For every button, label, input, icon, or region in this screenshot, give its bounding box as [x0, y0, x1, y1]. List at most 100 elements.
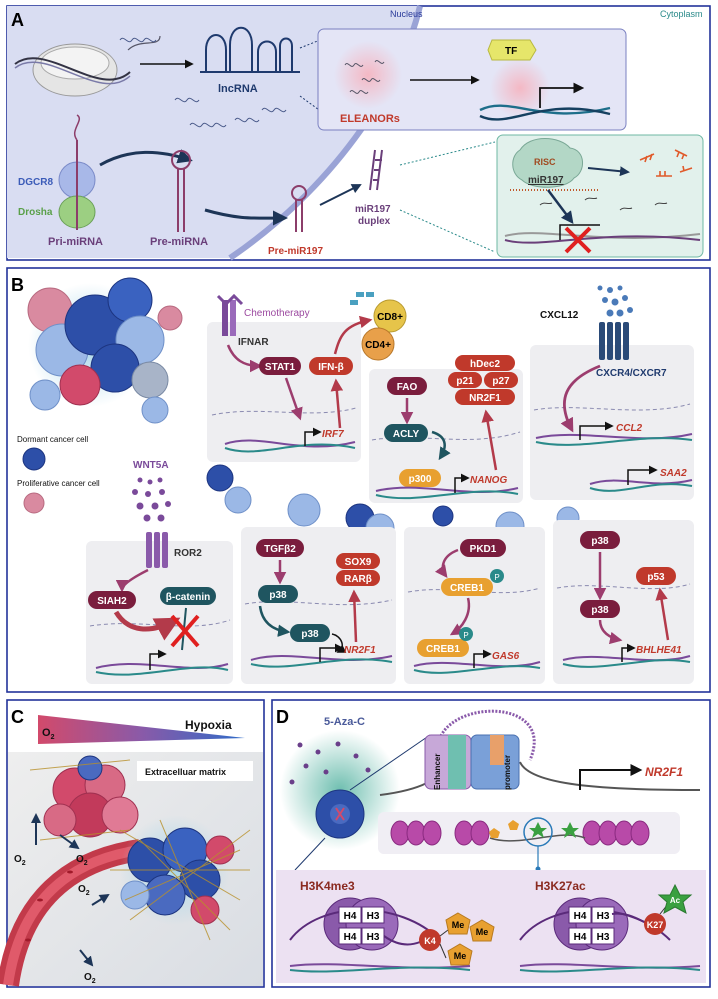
hypoxia-label: Hypoxia: [185, 718, 232, 732]
eleanors-label: ELEANORs: [340, 113, 400, 125]
irf7-label: IRF7: [322, 429, 344, 440]
inhibition-cross-a: [564, 226, 592, 254]
inhibition-cross-b: [170, 614, 200, 648]
panel-d: D 5-Aza-C Enhancer promoter NR2F1: [271, 699, 711, 988]
o2-label-3: O2: [78, 884, 90, 897]
p21-pill: [448, 372, 482, 388]
ecm-label: Extracelluar matrix: [145, 767, 226, 777]
acly-pill: [384, 424, 428, 442]
me-label-2: Me: [476, 927, 489, 937]
cd8-label: CD8+: [377, 312, 403, 323]
h3k27ac-label: H3K27ac: [535, 879, 586, 893]
cd4-label: CD4+: [365, 340, 391, 351]
me-group-2: [469, 919, 495, 942]
acly-label: ACLY: [393, 429, 420, 440]
ccl2-label: CCL2: [616, 423, 643, 434]
k4-residue: [419, 929, 441, 951]
bcatenin-pill: [160, 587, 216, 605]
chromatin-icon: [14, 43, 131, 97]
nr2f1-top-label: NR2F1: [469, 393, 501, 404]
creb1-pill-2: [417, 639, 469, 657]
mir197-duplex: [369, 149, 383, 191]
o2-label-gradient: O2: [42, 727, 55, 741]
microprocessor-complex: [58, 114, 96, 230]
p38-bottom-label: p38: [591, 605, 609, 616]
panel-label-b: B: [11, 275, 24, 295]
bhlhe41-label: BHLHE41: [636, 645, 682, 656]
h3-label-left-bottom: H3: [367, 932, 380, 943]
pre-mirna-hairpin: [171, 150, 191, 232]
dgcr8-label: DGCR8: [18, 177, 53, 188]
phospho-label-2: P: [463, 631, 468, 640]
p300-pill: [399, 469, 441, 487]
panel-c: C O2 Hypoxia Extracelluar matrix: [0, 699, 265, 988]
h3-box-right-top: [591, 906, 615, 924]
tgfb2-pill: [256, 539, 304, 557]
o2-label-4: O2: [84, 972, 96, 985]
duplex-label-2: duplex: [358, 216, 391, 227]
h3-box-left-top: [361, 906, 385, 924]
antibody-icon: [350, 292, 374, 305]
proliferative-cluster: [43, 755, 139, 838]
hypoxia-gradient: [38, 715, 245, 744]
methyl-marker-2: [489, 828, 500, 838]
drosha-label: Drosha: [18, 207, 53, 218]
ecm-fibers: [29, 759, 251, 941]
wnt5a-label: WNT5A: [133, 460, 169, 471]
sox9-label: SOX9: [345, 557, 372, 568]
chemokine-dots: [597, 285, 633, 317]
o2-label-1: O2: [14, 854, 26, 867]
lncrna-label: lncRNA: [218, 83, 258, 95]
nanog-label: NANOG: [470, 475, 507, 486]
me-label-3: Me: [454, 951, 467, 961]
acetyl-marker-2: [561, 822, 579, 838]
nucleus-label: Nucleus: [390, 9, 423, 19]
enhancer-label: Enhancer: [433, 754, 442, 790]
p53-box: [553, 520, 694, 684]
p38-top-pill: [580, 531, 620, 549]
lncrna-structure: [200, 26, 300, 73]
cd4-cell: [361, 327, 395, 361]
dormant-legend-label: Dormant cancer cell: [17, 435, 88, 444]
methyl-marker-1: [508, 820, 519, 830]
nr2f1-d-label: NR2F1: [645, 765, 683, 779]
ac-group: [657, 883, 693, 915]
tf-shape: [487, 39, 537, 61]
pkd1-label: PKD1: [470, 544, 497, 555]
p38-top-label: p38: [591, 536, 609, 547]
tgfb2-label: TGFβ2: [264, 544, 296, 555]
nucleosome-array: [390, 820, 650, 846]
h4-box-right-top: [568, 906, 592, 924]
p27-label: p27: [492, 376, 510, 387]
p38-label-2: p38: [301, 629, 319, 640]
ifnar-receptor: [216, 293, 244, 336]
k27-residue: [644, 913, 666, 935]
panel-label-d: D: [276, 707, 289, 727]
phospho-label-1: P: [494, 573, 499, 582]
proliferative-legend-label: Proliferative cancer cell: [17, 479, 100, 488]
wnt5a-box: [86, 541, 233, 684]
p27-pill: [484, 372, 518, 388]
ecm-label-box: [137, 761, 253, 781]
h4-box-left-bottom: [338, 927, 362, 945]
k4-label: K4: [424, 936, 436, 946]
aza-molecules: [289, 741, 371, 785]
hdec2-label: hDec2: [470, 359, 500, 370]
rarb-pill: [336, 570, 380, 586]
h4-label-left-top: H4: [344, 911, 357, 922]
dormant-cell-icon: [22, 447, 46, 471]
h4-box-right-bottom: [568, 927, 592, 945]
panel-label-a: A: [11, 10, 24, 30]
phospho-2: [459, 627, 473, 641]
h4-label-right-top: H4: [574, 911, 587, 922]
h3k4me3-label: H3K4me3: [300, 879, 355, 893]
pre-mirna-label: Pre-miRNA: [150, 236, 208, 248]
wnt5a-ligand-dots: [132, 477, 171, 522]
phospho-1: [490, 569, 504, 583]
p38-label-1: p38: [269, 590, 287, 601]
cxcl12-label: CXCL12: [540, 310, 579, 321]
cxcr4-receptor: [599, 322, 629, 360]
ror2-receptor: [146, 532, 168, 568]
ror2-label: ROR2: [174, 548, 202, 559]
